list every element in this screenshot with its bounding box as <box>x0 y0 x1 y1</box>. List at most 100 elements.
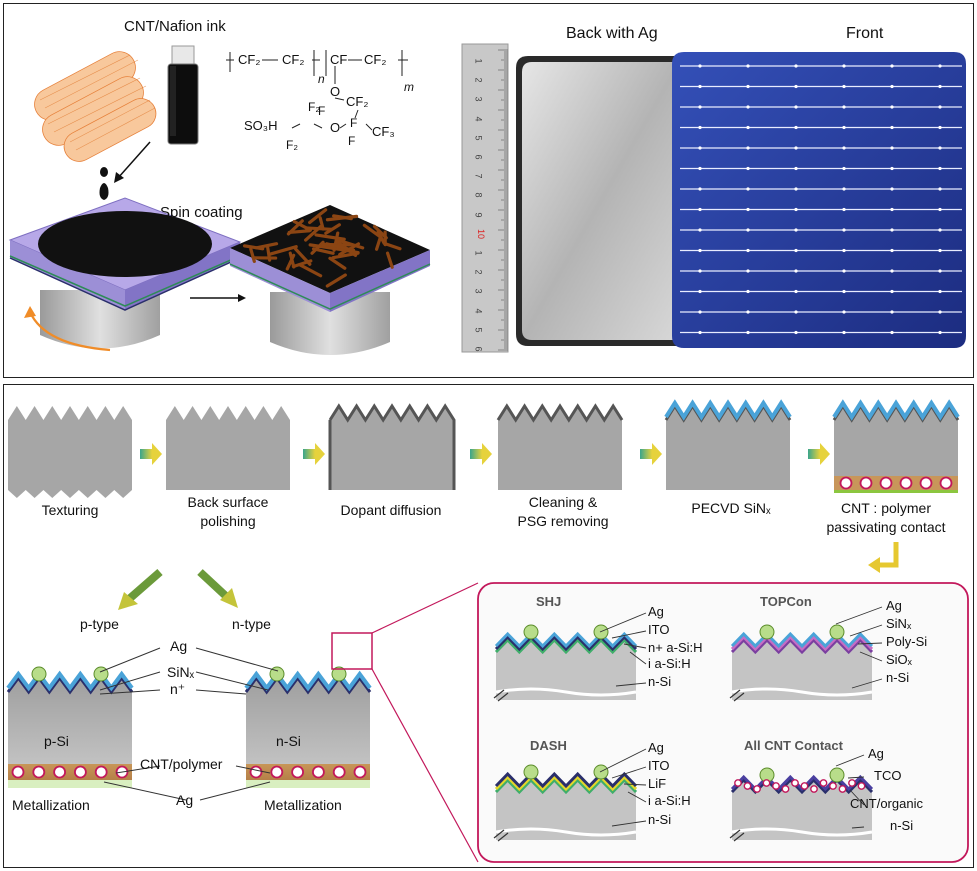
shj-layer-2: n+ a-Si:H <box>648 640 703 655</box>
nsi-body <box>496 640 636 700</box>
busbar-pad <box>938 289 942 294</box>
nplus-layer <box>6 675 134 695</box>
metallization-left-label: Metallization <box>12 797 90 813</box>
ag-contact <box>269 666 285 682</box>
nplus-layer <box>244 675 372 695</box>
process-step-0 <box>8 406 132 498</box>
leader-line <box>857 642 883 645</box>
busbar-pad <box>890 125 894 130</box>
p-si-cell <box>6 666 134 788</box>
process-arrow-head <box>652 443 662 465</box>
busbar-pad <box>746 248 750 253</box>
n-type-label: n-type <box>232 616 271 632</box>
cnt-dot <box>74 765 87 779</box>
wafer-body <box>330 406 454 490</box>
bottom-panel <box>3 384 974 868</box>
busbar-pad <box>938 166 942 171</box>
leader-line <box>859 651 883 662</box>
busbar-pad <box>842 84 846 89</box>
silicon-body <box>8 676 132 780</box>
busbar-pad <box>698 248 702 253</box>
ruler-number: 2 <box>473 77 484 83</box>
stack-layer <box>494 774 638 792</box>
back-with-ag-label: Back with Ag <box>566 25 658 42</box>
busbar-pad <box>794 84 798 89</box>
cnt-dot <box>353 765 367 779</box>
busbar-pad <box>794 207 798 212</box>
busbar-pad <box>746 310 750 314</box>
stack-layer <box>730 637 874 655</box>
nsi-body <box>732 780 872 840</box>
p-type-label: p-type <box>80 616 119 632</box>
cnt-rod <box>298 263 323 278</box>
cnt-dot <box>857 782 866 790</box>
leader-line <box>627 791 647 803</box>
cell-ag-top-label: Ag <box>170 638 188 654</box>
cnt-dot <box>829 782 837 790</box>
ink-droplets <box>99 167 109 200</box>
allcnt-title: All CNT Contact <box>744 738 843 753</box>
wafer-front <box>672 52 966 348</box>
busbar-pad <box>890 207 894 212</box>
cnt-dot <box>848 779 856 787</box>
busbar-pad <box>746 64 750 68</box>
metallization-right-label: Metallization <box>264 797 342 813</box>
leader-line <box>615 682 647 687</box>
chem-n: n <box>318 72 325 86</box>
process-step-5 <box>832 399 960 493</box>
process-arrow-body <box>140 449 152 459</box>
busbar-pad <box>842 310 846 314</box>
cell-nsi-label: n-Si <box>276 733 301 749</box>
busbar-pad <box>794 228 798 232</box>
break-wave <box>495 827 637 837</box>
busbar-pad <box>698 166 702 171</box>
cnt-rod <box>331 251 360 260</box>
wafer-body <box>498 406 622 490</box>
mini-structures <box>493 606 883 842</box>
leader-line <box>611 820 647 827</box>
shj-structure <box>493 612 647 702</box>
step-cleaning-label-1: Cleaning & <box>528 494 598 510</box>
cnt-rod <box>314 233 346 241</box>
busbar-pad <box>842 166 846 171</box>
busbar-pad <box>938 310 942 314</box>
chem-cf3-a: CF₃ <box>372 124 395 139</box>
busbar-pad <box>698 105 702 109</box>
cnt-dot <box>800 782 809 790</box>
leader-line <box>847 776 865 779</box>
leader-line <box>623 643 647 649</box>
allcnt-layer-3: n-Si <box>890 818 914 833</box>
busbar-pad <box>746 228 750 232</box>
cnt-dot <box>291 765 305 779</box>
cnt-dot <box>879 476 893 490</box>
chem-so3h: SO₃H <box>244 118 278 133</box>
busbar-pad <box>842 105 846 109</box>
process-step-2 <box>328 403 456 490</box>
busbar-pad <box>842 207 846 212</box>
ruler-number: 4 <box>473 116 484 122</box>
spin-substrate <box>8 197 242 352</box>
cnt-rod <box>372 224 388 240</box>
ink-vial <box>167 45 199 145</box>
cnt-dot <box>839 476 853 490</box>
process-arrow-head <box>152 443 162 465</box>
cnt-rod <box>293 247 312 266</box>
busbar-pad <box>698 84 702 89</box>
wafer-body <box>166 406 290 490</box>
chem-f2-a: F₂ <box>286 138 298 152</box>
ruler-number: 3 <box>473 96 484 102</box>
busbar-pad <box>746 207 750 212</box>
cnt-dot <box>762 779 771 787</box>
topcon-layer-4: n-Si <box>886 670 910 685</box>
busbar-pad <box>746 146 750 150</box>
shj-layer-3: i a-Si:H <box>648 656 691 671</box>
busbar-pad <box>794 105 798 109</box>
busbar-pad <box>938 64 942 68</box>
busbar-pad <box>698 228 702 232</box>
cnt-dot <box>810 785 818 793</box>
cnt-rod <box>325 242 356 252</box>
cnt-dot <box>772 782 780 790</box>
busbar-pad <box>890 248 894 253</box>
cnt-dot <box>753 785 761 793</box>
busbar-pad <box>842 248 846 253</box>
